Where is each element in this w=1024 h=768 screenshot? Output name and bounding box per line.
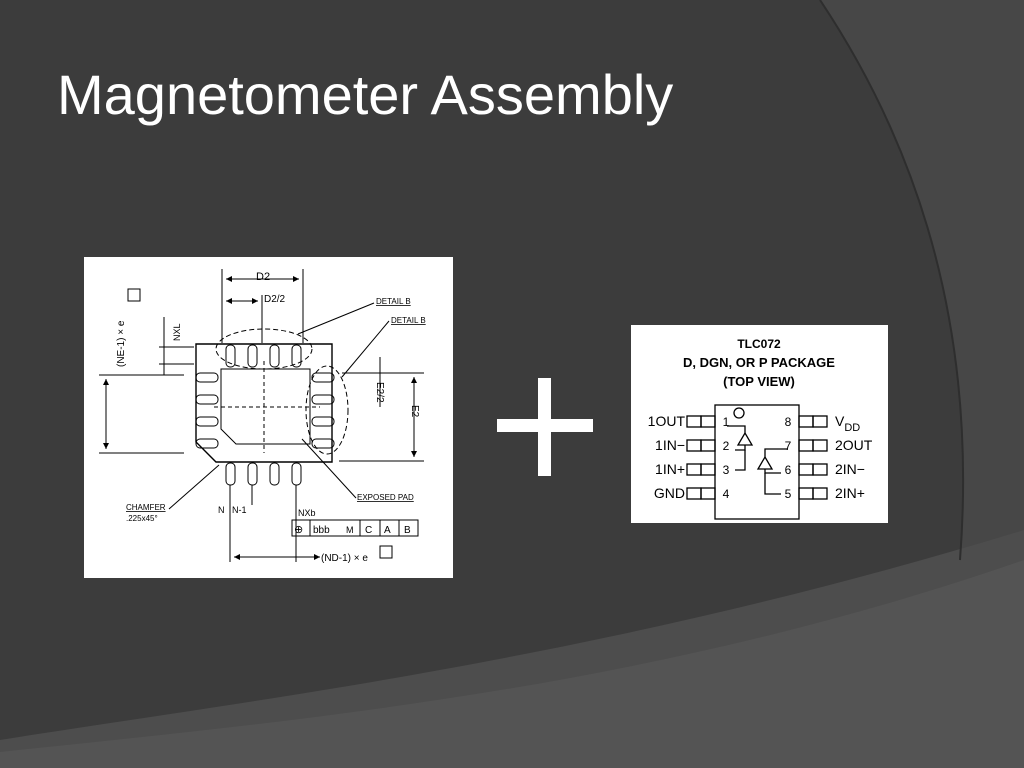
label-detail-b-1: DETAIL B [376, 297, 411, 306]
pin-name-subscript: DD [844, 422, 860, 434]
tlc072-title: TLC072 [737, 337, 781, 351]
label-d2-half: D2/2 [264, 294, 286, 305]
label-d2: D2 [256, 271, 270, 283]
label-ne: (NE-1) × e [116, 320, 127, 367]
label-nxl: NXL [172, 323, 182, 341]
pin-name-right: 2IN− [835, 461, 865, 477]
pin-name-left: GND [654, 485, 685, 501]
fcf-datum-c: C [365, 525, 372, 536]
fcf-datum-b: B [404, 525, 411, 536]
label-n-minus-1: N-1 [232, 505, 247, 515]
pin-number-left: 3 [723, 463, 730, 477]
pin-number-left: 4 [723, 487, 730, 501]
tlc072-drawing: TLC072 D, DGN, OR P PACKAGE (TOP VIEW) [648, 337, 873, 520]
tlc072-view: (TOP VIEW) [723, 374, 795, 389]
label-e2: E2 [409, 405, 420, 418]
pin-number-right: 6 [785, 463, 792, 477]
label-e2-half: E2/2 [374, 382, 385, 403]
label-n: N [218, 505, 225, 515]
pin-number-right: 7 [785, 439, 792, 453]
label-chamfer: CHAMFER [126, 503, 166, 512]
label-chamfer-value: .225x45° [126, 514, 158, 523]
qfn-drawing: D2 D2/2 DETAIL B DETAIL B NXL (NE-1) × e… [99, 269, 426, 564]
pin-name-left: 1OUT [648, 413, 686, 429]
label-nxb: NXb [298, 508, 316, 518]
pin-name-left: 1IN+ [655, 461, 685, 477]
pin-name-right: 2OUT [835, 437, 873, 453]
pin-number-left: 2 [723, 439, 730, 453]
pin-name-left: 1IN− [655, 437, 685, 453]
pin-number-right: 8 [785, 415, 792, 429]
pin-name-right: VDD [835, 413, 860, 434]
pin-number-left: 1 [723, 415, 730, 429]
label-nd: (ND-1) × e [321, 553, 368, 564]
plus-icon [497, 378, 593, 476]
fcf-position-symbol: ⊕ [294, 524, 303, 536]
pin-name-right: 2IN+ [835, 485, 865, 501]
qfn-package-diagram: D2 D2/2 DETAIL B DETAIL B NXL (NE-1) × e… [84, 257, 453, 578]
slide-title: Magnetometer Assembly [57, 63, 674, 126]
label-exposed-pad: EXPOSED PAD [357, 493, 414, 502]
tlc072-pinout-diagram: TLC072 D, DGN, OR P PACKAGE (TOP VIEW) [631, 325, 888, 523]
label-detail-b-2: DETAIL B [391, 316, 426, 325]
pin-number-right: 5 [785, 487, 792, 501]
fcf-modifier: M [346, 525, 354, 535]
fcf-datum-a: A [384, 525, 391, 536]
fcf-bbb: bbb [313, 525, 330, 536]
tlc072-package: D, DGN, OR P PACKAGE [683, 355, 835, 370]
